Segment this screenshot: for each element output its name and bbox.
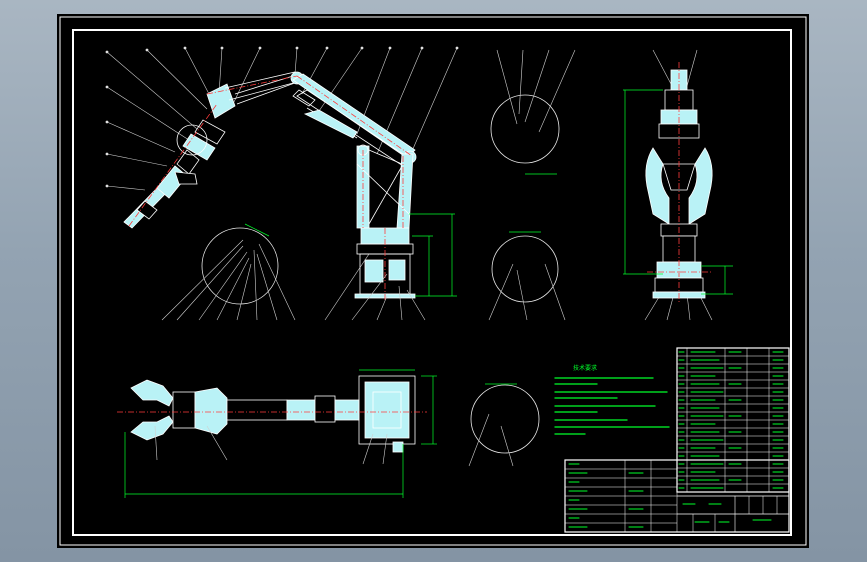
parts-list <box>676 347 790 493</box>
center-lines-front <box>647 62 713 304</box>
title-block <box>564 459 790 533</box>
plan-leaders <box>154 425 388 465</box>
inner-frame <box>72 29 792 536</box>
front-elevation-view[interactable] <box>623 49 733 321</box>
dimensions-plan <box>124 369 437 498</box>
workspace-circle-a <box>201 227 279 305</box>
notes-text-lines <box>554 377 670 435</box>
center-lines-side <box>128 75 413 302</box>
notes-title: 技术要求 <box>573 364 597 372</box>
technical-notes: 技术要求 <box>554 364 670 435</box>
dimensions-side <box>409 213 457 297</box>
drawing-sheet[interactable]: 技术要求 <box>57 14 809 548</box>
outer-frame <box>59 16 807 546</box>
lower-arm-links <box>356 144 414 229</box>
drawing-canvas[interactable]: 技术要求 <box>57 14 809 548</box>
dimensions-front <box>623 89 733 295</box>
forearm-links <box>292 73 417 167</box>
gripper-assembly <box>123 119 226 229</box>
balloon-dots <box>105 46 459 188</box>
plan-view[interactable] <box>117 369 437 498</box>
plan-base <box>358 375 416 453</box>
plan-gripper <box>130 379 360 441</box>
wrist-detail-circle <box>176 124 208 156</box>
side-elevation-view[interactable] <box>105 46 459 321</box>
detail-circles <box>468 49 576 467</box>
dimension-workspace-a <box>244 223 270 237</box>
workspace-leaders-a <box>161 239 426 321</box>
